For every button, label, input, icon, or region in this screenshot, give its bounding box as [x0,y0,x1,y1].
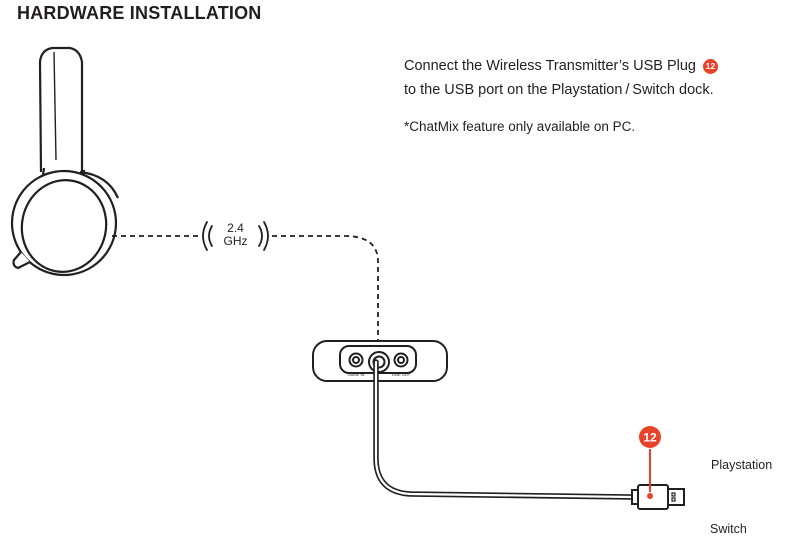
headset-illustration [10,46,120,277]
usb-cable [373,359,635,500]
callout-badge-number: 12 [643,431,657,445]
callout-badge-circle [639,426,661,448]
switch-label: Switch [710,522,747,536]
transmitter-port-right-label: LINE OUT [392,372,411,377]
usb-plug-callout-badge: 12 [703,59,719,74]
transmitter-port-left-label: GAME IN [348,372,365,377]
wireless-link-dashed-line [112,235,379,340]
instruction-line-2: to the USB port on the Playstation / Swi… [404,82,714,98]
instruction-line-1: Connect the Wireless Transmitter’s USB P… [404,58,696,74]
playstation-label: Playstation [711,458,773,472]
frequency-label-value: 2.4 [227,221,244,235]
frequency-label-unit: GHz [224,234,248,248]
page-title: HARDWARE INSTALLATION [17,3,262,23]
wireless-transmitter-illustration [312,340,448,382]
chatmix-note: *ChatMix feature only available on PC. [404,119,636,134]
usb-plug-illustration [631,484,685,510]
callout-dot [647,493,653,499]
instruction-text: Connect the Wireless Transmitter’s USB P… [404,54,784,102]
wireless-signal-icon [202,221,269,251]
